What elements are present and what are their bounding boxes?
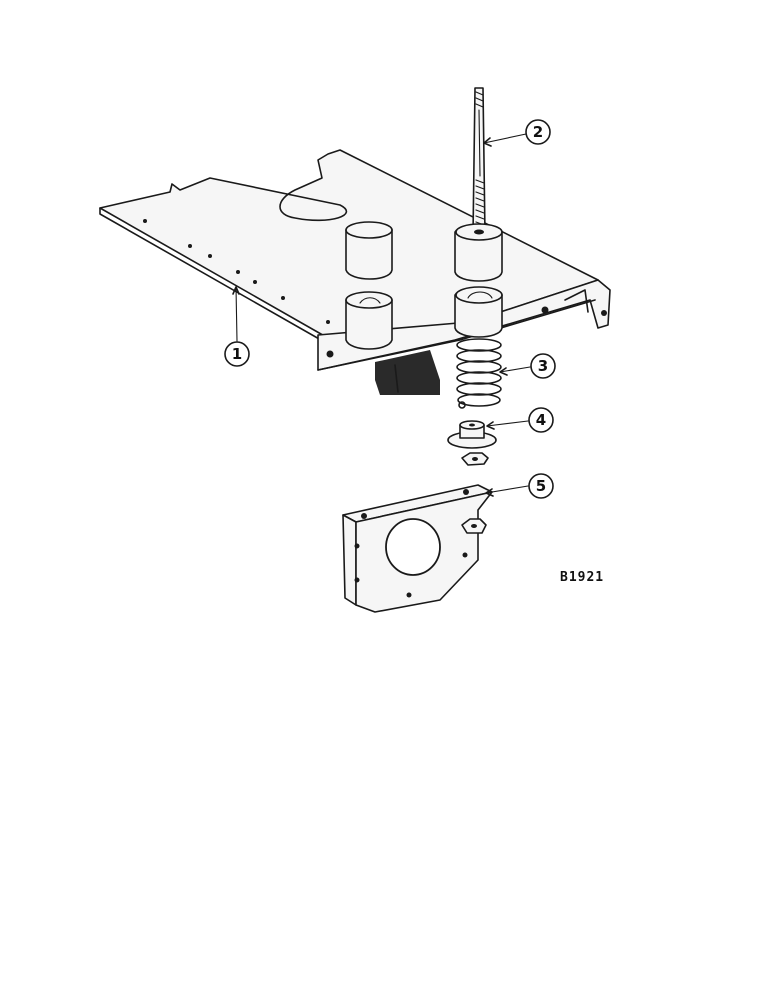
callout-5: 5	[528, 473, 554, 499]
bracket-part	[342, 484, 493, 613]
flange-hole	[326, 350, 334, 358]
plate-hole	[208, 254, 212, 258]
left-spring-cups	[345, 221, 393, 350]
under-plate-block	[375, 350, 440, 395]
callout-5-label: 5	[536, 477, 546, 495]
bushing-part	[447, 420, 497, 449]
leader-lines	[232, 133, 531, 497]
plate-hole	[236, 270, 240, 274]
hex-nut	[461, 452, 489, 466]
plate-hole	[326, 320, 330, 324]
spring-part	[456, 338, 502, 409]
plate-hole	[188, 244, 192, 248]
callout-3-label: 3	[538, 357, 548, 375]
drawing-code: B1921	[560, 570, 604, 585]
callout-4: 4	[528, 407, 554, 433]
callout-1: 1	[224, 341, 250, 367]
plate-hole	[281, 296, 285, 300]
plate-skirt-lower	[317, 299, 596, 371]
plate-cutout	[564, 289, 589, 313]
callout-3: 3	[530, 353, 556, 379]
plate-hole	[253, 280, 257, 284]
flange-hole	[541, 306, 549, 314]
right-spring-cups	[454, 223, 503, 338]
callout-2-label: 2	[533, 123, 543, 141]
flange-hole	[601, 310, 607, 316]
callout-2: 2	[525, 119, 551, 145]
callout-4-label: 4	[536, 411, 546, 429]
stud-part	[472, 87, 486, 236]
callout-1-label: 1	[232, 345, 242, 363]
plate-hole	[143, 219, 147, 223]
